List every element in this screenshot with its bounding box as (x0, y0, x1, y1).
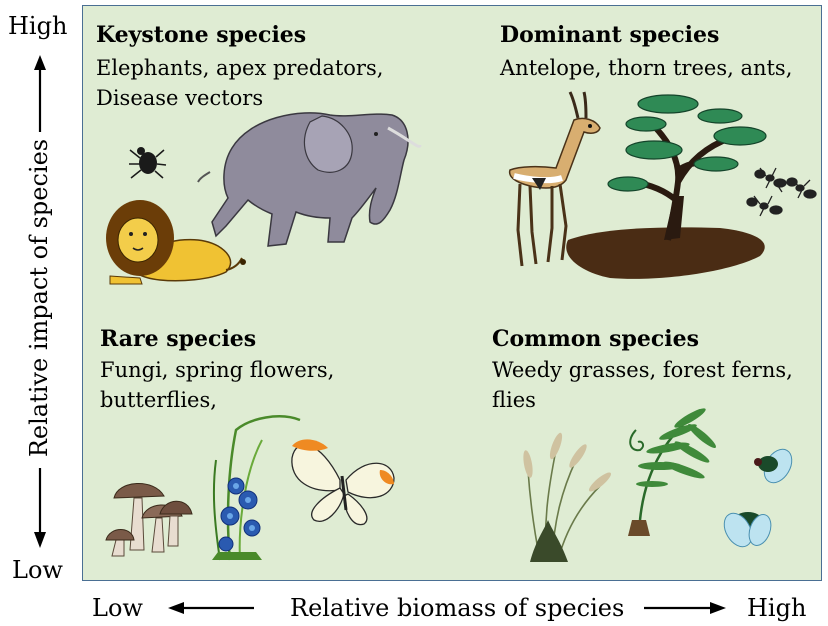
elephant-icon (198, 113, 420, 246)
grass-icon (522, 431, 614, 562)
mushroom-icon (106, 483, 192, 556)
fern-icon (628, 406, 718, 536)
butterfly-icon (292, 439, 394, 524)
flower-icon (212, 416, 300, 560)
ant-icon (747, 168, 816, 216)
fly-icon (719, 444, 798, 551)
tick-icon (129, 147, 166, 178)
